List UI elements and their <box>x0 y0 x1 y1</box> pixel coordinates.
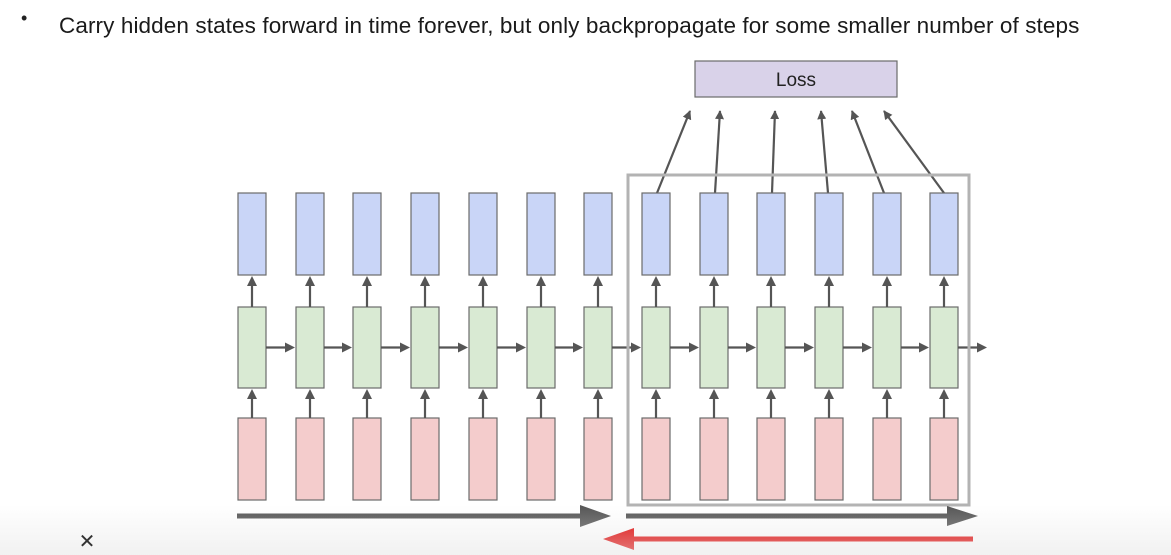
hidden-to-output-arrow-head <box>536 276 546 286</box>
input-to-hidden-arrow-head <box>939 389 949 399</box>
loss-arrows <box>655 110 945 194</box>
input-to-hidden-arrow-head <box>305 389 315 399</box>
input-node <box>641 417 671 501</box>
hidden-to-output-arrow-head <box>478 276 488 286</box>
output-node <box>929 192 959 276</box>
output-node <box>526 192 556 276</box>
input-node <box>237 417 267 501</box>
input-node <box>756 417 786 501</box>
recurrent-arrow-head <box>862 342 872 353</box>
hidden-to-output-arrow-head <box>882 276 892 286</box>
hidden-to-output-arrow-head <box>766 276 776 286</box>
bullet-text: Carry hidden states forward in time fore… <box>59 13 1080 38</box>
output-node <box>641 192 671 276</box>
hidden-node <box>410 306 440 389</box>
input-node <box>814 417 844 501</box>
hidden-node <box>756 306 786 389</box>
output-node <box>468 192 498 276</box>
recurrent-arrow-head <box>285 342 295 353</box>
hidden-to-output-arrow-head <box>709 276 719 286</box>
hidden-to-output-arrow-head <box>824 276 834 286</box>
forward-pass-arrows <box>237 505 978 527</box>
output-node <box>756 192 786 276</box>
hidden-node <box>814 306 844 389</box>
output-node <box>699 192 729 276</box>
input-node <box>295 417 325 501</box>
input-node <box>468 417 498 501</box>
truncation-window <box>626 173 971 507</box>
input-node <box>929 417 959 501</box>
input-to-hidden-arrow-head <box>478 389 488 399</box>
hidden-to-output-arrow-head <box>651 276 661 286</box>
recurrent-arrow-head <box>919 342 929 353</box>
recurrent-arrow-head <box>977 342 987 353</box>
recurrent-arrow-head <box>458 342 468 353</box>
output-node <box>872 192 902 276</box>
input-to-hidden-arrow-head <box>824 389 834 399</box>
recurrent-arrow-head <box>746 342 756 353</box>
hidden-node <box>352 306 382 389</box>
hidden-node <box>295 306 325 389</box>
hidden-to-output-arrow-head <box>420 276 430 286</box>
output-node <box>410 192 440 276</box>
bullet-row: • Carry hidden states forward in time fo… <box>0 0 1171 90</box>
output-node <box>352 192 382 276</box>
input-node <box>410 417 440 501</box>
recurrent-arrow-head <box>804 342 814 353</box>
input-to-hidden-arrow-head <box>536 389 546 399</box>
loss-node: Loss <box>694 60 898 98</box>
hidden-to-output-arrow-head <box>247 276 257 286</box>
hidden-node <box>468 306 498 389</box>
hidden-node <box>237 306 267 389</box>
hidden-node <box>699 306 729 389</box>
recurrent-arrow-head <box>400 342 410 353</box>
close-icon[interactable]: ✕ <box>78 531 96 553</box>
input-node <box>583 417 613 501</box>
recurrent-arrow-head <box>689 342 699 353</box>
bullet-point: • <box>21 8 28 28</box>
hidden-node <box>526 306 556 389</box>
recurrent-arrow-head <box>516 342 526 353</box>
hidden-to-output-arrow-head <box>362 276 372 286</box>
input-to-hidden-arrow-head <box>766 389 776 399</box>
input-to-hidden-arrow-head <box>247 389 257 399</box>
output-node <box>583 192 613 276</box>
input-node <box>699 417 729 501</box>
input-node <box>352 417 382 501</box>
hidden-node <box>929 306 959 389</box>
input-to-hidden-arrow-head <box>651 389 661 399</box>
recurrent-arrow-head <box>573 342 583 353</box>
timestep-columns <box>237 192 987 501</box>
output-node <box>295 192 325 276</box>
hidden-node <box>872 306 902 389</box>
hidden-node <box>583 306 613 389</box>
input-to-hidden-arrow-head <box>882 389 892 399</box>
recurrent-arrow-head <box>342 342 352 353</box>
input-node <box>526 417 556 501</box>
input-to-hidden-arrow-head <box>420 389 430 399</box>
input-to-hidden-arrow-head <box>709 389 719 399</box>
output-node <box>814 192 844 276</box>
loss-label: Loss <box>776 70 816 91</box>
hidden-to-output-arrow-head <box>593 276 603 286</box>
recurrent-arrow-head <box>631 342 641 353</box>
output-node <box>237 192 267 276</box>
hidden-node <box>641 306 671 389</box>
input-node <box>872 417 902 501</box>
hidden-to-output-arrow-head <box>305 276 315 286</box>
hidden-to-output-arrow-head <box>939 276 949 286</box>
input-to-hidden-arrow-head <box>593 389 603 399</box>
input-to-hidden-arrow-head <box>362 389 372 399</box>
backprop-arrow <box>603 528 973 550</box>
